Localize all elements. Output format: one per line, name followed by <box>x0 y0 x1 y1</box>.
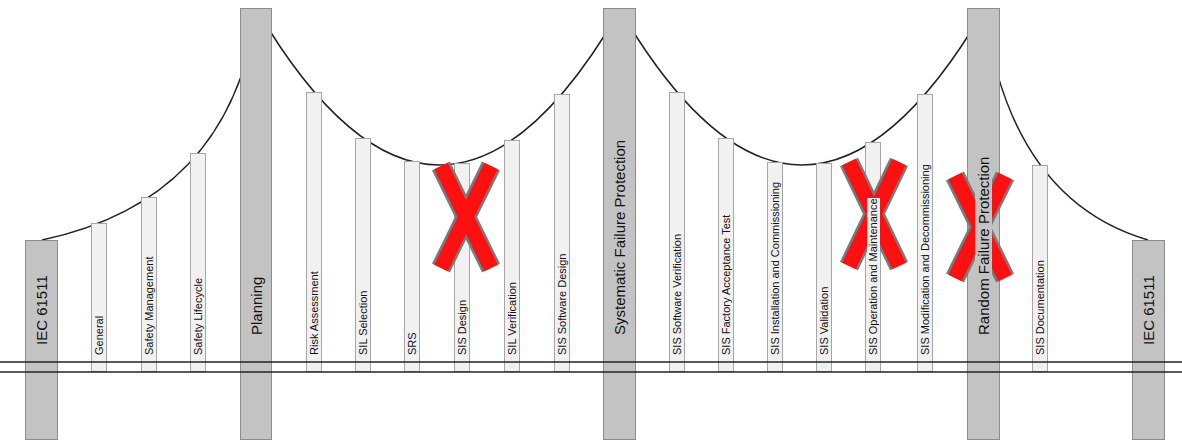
bridge-hanger: SRS <box>404 161 420 372</box>
bridge-hanger: SIS Operation and Maintenance <box>865 142 881 372</box>
bridge-hanger: SIS Documentation <box>1032 165 1048 372</box>
cable <box>984 10 1148 240</box>
hanger-label: SIS Validation <box>818 287 831 355</box>
bridge-hanger: Safety Lifecycle <box>190 153 206 372</box>
tower-label: Systematic Failure Protection <box>611 140 628 335</box>
hanger-label: SIS Modification and Decommissioning <box>919 164 932 355</box>
hanger-label: SIS Installation and Commissioning <box>769 182 782 355</box>
bridge-tower: Random Failure Protection <box>967 8 1000 440</box>
bridge-hanger: SIS Software Verification <box>669 92 685 372</box>
tower-label: Random Failure Protection <box>975 157 992 335</box>
red-cross <box>849 162 899 266</box>
bridge-hanger: SIS Factory Acceptance Test <box>718 138 734 372</box>
red-cross <box>955 176 1005 278</box>
bridge-hanger: SIS Design <box>454 163 470 372</box>
hanger-label: SIS Operation and Maintenance <box>867 198 880 355</box>
bridge-tower: Systematic Failure Protection <box>603 8 636 440</box>
tower-label: IEC 61511 <box>1140 275 1157 345</box>
bridge-hanger: SIL Verification <box>504 140 520 372</box>
red-cross <box>441 166 491 268</box>
bridge-tower: IEC 61511 <box>1132 240 1165 440</box>
tower-label: Planning <box>248 277 265 335</box>
deck-line <box>0 371 1182 373</box>
bridge-hanger: SIL Selection <box>355 138 371 372</box>
bridge-hanger: Safety Management <box>141 197 157 372</box>
bridge-hanger: SIS Validation <box>816 163 832 372</box>
bridge-hanger: SIS Modification and Decommissioning <box>917 94 933 372</box>
bridge-hanger: Risk Assessment <box>306 92 322 372</box>
hanger-label: Safety Management <box>143 257 156 355</box>
bridge-tower: IEC 61511 <box>25 240 58 440</box>
hanger-label: General <box>93 316 106 355</box>
hanger-label: SIL Verification <box>506 282 519 355</box>
bridge-hanger: General <box>91 223 107 372</box>
hanger-label: SRS <box>406 332 419 355</box>
hanger-label: Risk Assessment <box>308 271 321 355</box>
bridge-tower: Planning <box>240 8 272 440</box>
hanger-label: SIL Selection <box>357 291 370 355</box>
hanger-label: SIS Design <box>456 300 469 355</box>
bridge-hanger: SIS Software Design <box>554 94 570 372</box>
hanger-label: SIS Documentation <box>1034 260 1047 355</box>
bridge-hanger: SIS Installation and Commissioning <box>767 162 783 372</box>
hanger-label: SIS Software Verification <box>671 234 684 355</box>
deck-line <box>0 361 1182 363</box>
hanger-label: SIS Software Design <box>556 254 569 356</box>
tower-label: IEC 61511 <box>33 275 50 345</box>
hanger-label: SIS Factory Acceptance Test <box>720 215 733 355</box>
hanger-label: Safety Lifecycle <box>192 278 205 355</box>
